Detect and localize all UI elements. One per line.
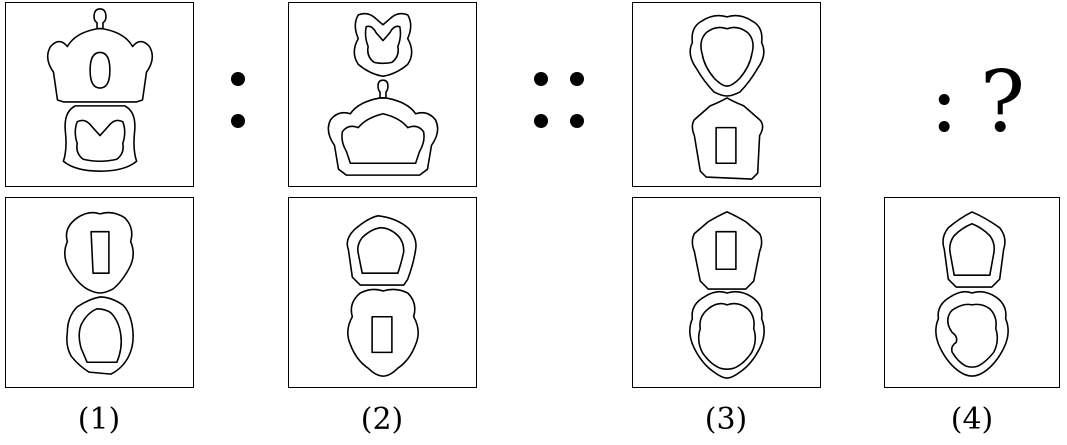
answer-option-4[interactable] xyxy=(884,197,1060,388)
answer-option-1[interactable] xyxy=(5,197,194,388)
question-figure-3 xyxy=(632,2,821,187)
answer-option-3[interactable] xyxy=(632,197,821,388)
analogy-dot-2 xyxy=(534,114,548,128)
option-label-4: (4) xyxy=(950,402,994,437)
analogy-dot-3 xyxy=(570,72,584,86)
pentagon-rect-and-scallop-figure xyxy=(689,211,765,379)
question-figure-1 xyxy=(5,2,194,187)
answer-option-2[interactable] xyxy=(288,197,477,388)
pentagon-and-scallop-rect-figure xyxy=(346,215,419,377)
scallop-and-pentagon-figure xyxy=(689,14,765,180)
pentagon-and-scallop-outline-figure xyxy=(935,211,1009,377)
option-label-1: (1) xyxy=(77,402,121,437)
notched-and-crown-shape-figure xyxy=(327,12,439,176)
option-label-3: (3) xyxy=(704,402,748,437)
analogy-dot-4 xyxy=(570,114,584,128)
scallop-rect-and-pentagon-figure xyxy=(64,211,134,375)
option-label-2: (2) xyxy=(360,402,404,437)
ratio-colon-dot-bottom xyxy=(231,114,245,128)
question-figure-2 xyxy=(288,2,477,187)
analogy-dot-1 xyxy=(534,72,548,86)
ratio-colon-dot-top xyxy=(231,72,245,86)
question-prefix-colon: : xyxy=(930,53,959,151)
crown-and-notched-shape-figure xyxy=(46,8,154,172)
question-mark: ? xyxy=(980,53,1026,151)
